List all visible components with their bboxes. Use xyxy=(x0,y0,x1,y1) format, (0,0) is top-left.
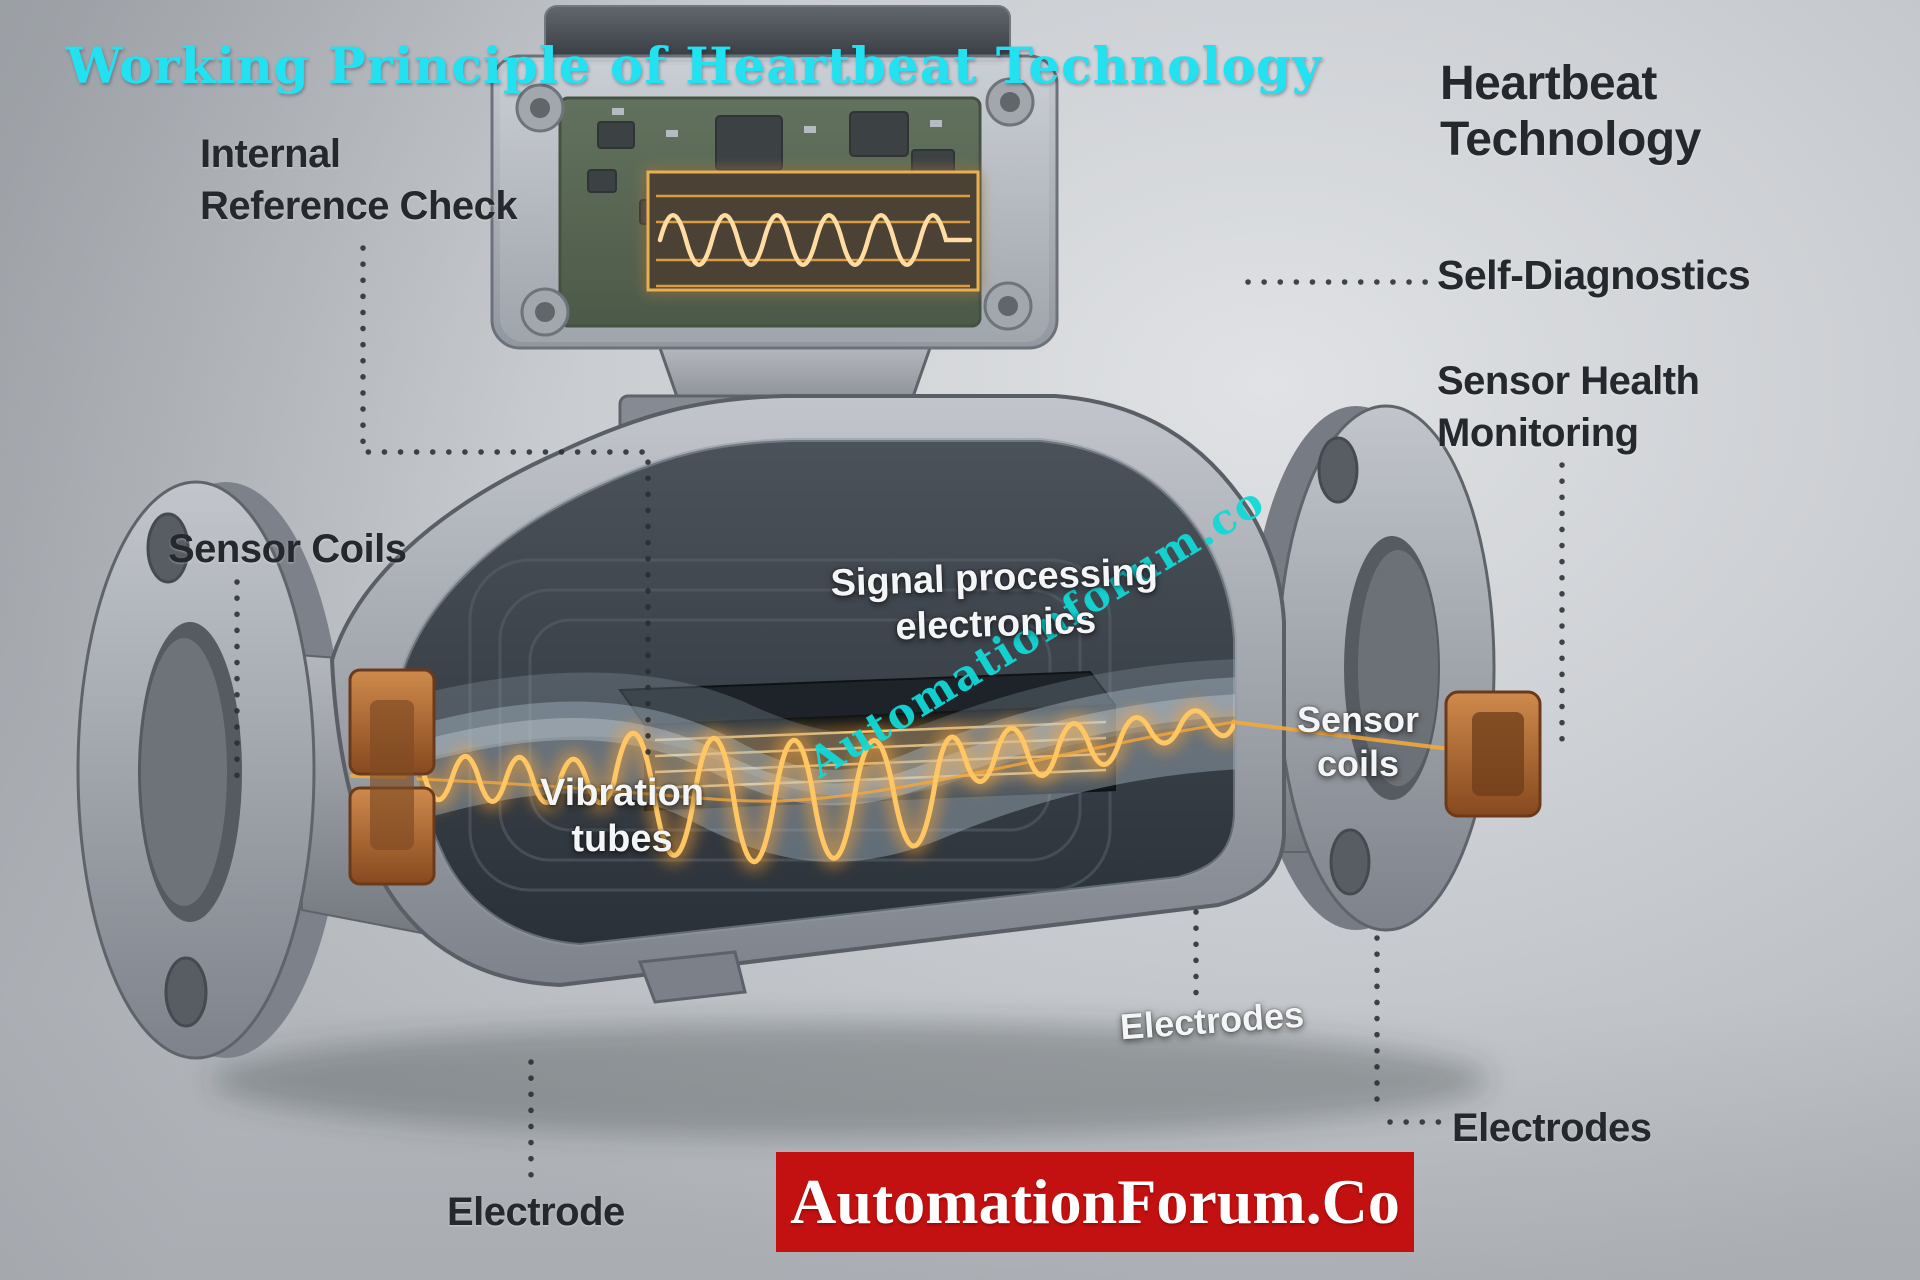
callout-internal-reference-check: Internal Reference Check xyxy=(200,132,518,228)
callout-vibration-tubes: Vibration tubes xyxy=(540,772,704,861)
leader-lines xyxy=(234,245,1565,1187)
footer-banner: AutomationForum.Co xyxy=(776,1152,1414,1252)
callout-self-diagnostics: Self-Diagnostics xyxy=(1437,252,1751,298)
callout-sensor-coils-right: Sensor coils xyxy=(1296,699,1420,784)
electrode-copper-left xyxy=(348,668,436,886)
leader-internal-reference-check xyxy=(360,245,651,768)
heading-heartbeat-technology: Heartbeat Technology xyxy=(1440,57,1701,167)
enclosure-screws xyxy=(515,77,1035,337)
callout-sensor-coils-left: Sensor Coils xyxy=(168,527,407,571)
callout-electrodes-right: Electrodes xyxy=(1452,1106,1652,1150)
transmitter-enclosure xyxy=(490,5,1059,350)
callout-signal-processing-electronics: Signal processing electronics xyxy=(829,551,1159,649)
display-sine-wave xyxy=(657,213,973,267)
footer-banner-text: AutomationForum.Co xyxy=(790,1166,1400,1237)
housing-foot xyxy=(637,950,747,1004)
electrode-copper-right xyxy=(1444,690,1542,818)
sensor-waveform xyxy=(402,711,1235,862)
leader-electrodes-right xyxy=(1374,935,1447,1125)
callout-electrode-bottom-left: Electrode xyxy=(447,1190,625,1234)
waveform-display xyxy=(646,170,980,292)
page-title: Working Principle of Heartbeat Technolog… xyxy=(66,36,1322,95)
callout-sensor-health-monitoring: Sensor Health Monitoring xyxy=(1437,359,1700,455)
device-shadow xyxy=(210,1022,1490,1138)
